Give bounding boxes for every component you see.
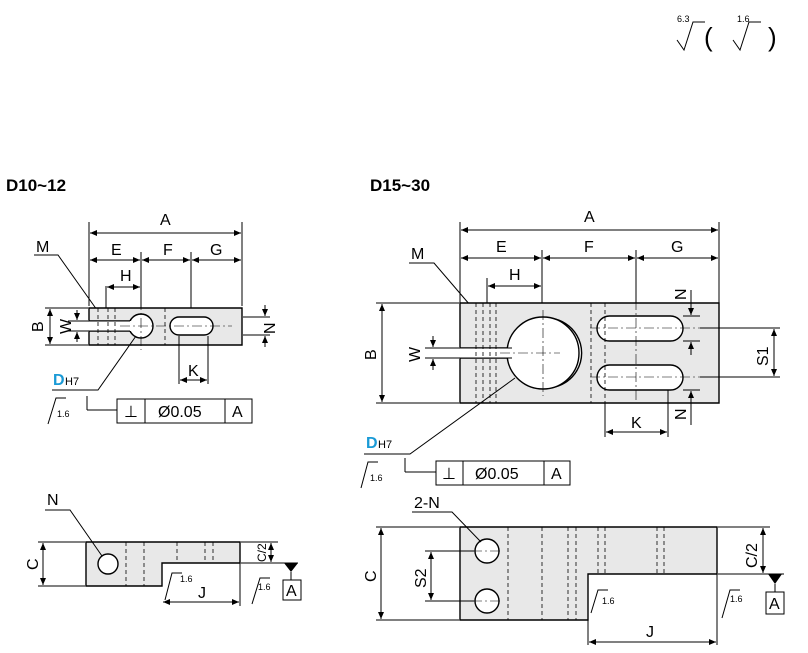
small-dim-e: E [111,242,122,259]
finish-open-paren: ( [704,22,713,52]
large-d-label: D [366,435,378,452]
large-tol-datum: A [551,466,562,483]
small-dim-f: F [163,242,173,259]
small-step-finish-icon [251,577,270,605]
large-dim-m: M [411,246,424,263]
small-step2-finish-icon [164,572,182,601]
small-side-dim-n: N [47,492,59,509]
small-datum-label: A [286,583,297,600]
small-side-hole [97,553,119,575]
large-tol-symbol: ⊥ [442,466,456,483]
small-finish-value: 1.6 [57,409,70,419]
large-slot-bottom [596,364,684,391]
large-finish-value: 1.6 [370,473,383,483]
large-side-dim-2n: 2-N [414,495,440,512]
large-step2-finish-icon [590,589,608,614]
small-side-body [85,541,241,587]
small-dim-w: W [58,318,75,334]
small-side-dim-c: C [25,558,42,570]
large-side-dim-s2: S2 [413,568,430,588]
large-step-finish: 1.6 [730,594,743,604]
large-dim-f: F [584,239,594,256]
small-tolerance-frame [116,398,253,424]
finish-close-paren: ) [768,22,777,52]
large-tol-value: Ø0.05 [475,466,519,483]
small-tol-datum: A [232,404,243,421]
finish-symbol-icon [676,21,705,52]
small-step2-finish: 1.6 [180,574,193,584]
small-dim-b: B [30,321,47,332]
large-dim-n-top: N [673,288,690,300]
large-dim-e: E [496,239,507,256]
small-d-tolerance: H7 [65,376,79,388]
large-side-body [459,526,718,621]
large-d-tolerance: H7 [378,439,392,451]
large-finish-icon [360,461,378,489]
small-finish-icon [47,397,66,425]
large-dim-g: G [671,239,683,256]
large-title: D15~30 [370,176,430,195]
large-dim-s1: S1 [755,346,772,366]
small-side-dim-j: J [198,585,206,602]
small-dim-h: H [120,268,132,285]
small-tol-symbol: ⊥ [124,404,138,421]
small-top-view: A E F G H M B [30,212,279,425]
small-dim-k: K [188,363,199,380]
large-slot-top [596,315,684,342]
small-dim-n: N [262,322,279,334]
small-side-dim-c2: C/2 [255,543,269,562]
large-top-view: A E F G H M [360,209,780,489]
small-datum-triangle-icon [284,563,298,572]
small-dim-m: M [36,239,49,256]
surface-finish-header: 6.3 ( 1.6 ) [676,14,777,52]
small-d-label: D [53,372,65,389]
large-step2-finish: 1.6 [602,596,615,606]
large-dim-a: A [584,209,595,226]
large-side-dim-c2: C/2 [744,543,761,568]
large-dim-k: K [631,415,642,432]
large-tolerance-frame [435,460,571,486]
large-dim-b: B [363,349,380,360]
finish-symbol-icon [732,21,761,52]
large-step-finish-icon [721,589,740,619]
small-step-finish: 1.6 [258,582,271,592]
large-side-dim-c: C [363,570,380,582]
small-dim-g: G [210,242,222,259]
large-dim-h: H [509,267,521,284]
small-tol-value: Ø0.05 [158,404,202,421]
large-side-view: 2-N C S2 C/2 A 1.6 1.6 J [363,495,785,645]
small-side-view: N C C/2 A 1.6 1.6 J [25,492,302,606]
large-dim-w: W [407,346,424,362]
small-dim-a: A [160,212,171,229]
small-title: D10~12 [6,176,66,195]
finish-general-value: 6.3 [677,14,690,24]
large-datum-label: A [769,596,780,613]
large-dim-n-bottom: N [673,408,690,420]
finish-other-value: 1.6 [737,14,750,24]
large-datum-triangle-icon [768,574,782,584]
large-side-dim-j: J [646,624,654,641]
